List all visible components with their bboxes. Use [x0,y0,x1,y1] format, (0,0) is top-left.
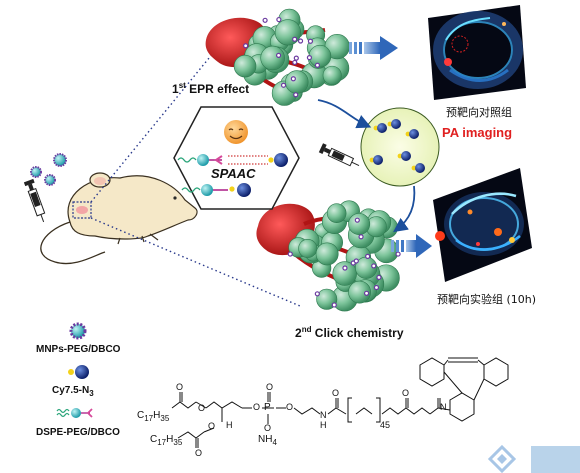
chem-n-dbco: N [440,402,447,412]
cy7-molecule [401,151,411,161]
experiment-group-label: 预靶向实验组 (10h) [437,293,537,306]
pa-image-experiment [433,168,532,282]
cy7-molecule [415,163,425,173]
green-particle [348,213,371,235]
pa-imaging-circle [360,107,440,187]
dbco-dot [276,52,282,58]
cy7-molecule [373,155,383,165]
dbco-dot [262,17,268,23]
peg-repeat-count: 45 [380,420,391,430]
dbco-dot [293,55,299,61]
cy7-molecule [409,129,419,139]
chem-p: P [264,402,271,413]
zoom-lines [90,29,301,307]
dbco-dot [314,62,321,68]
green-particle [285,70,309,94]
nanoparticle-icon [69,322,87,340]
green-particle [233,54,257,78]
green-particle [315,242,339,266]
corner-tab [531,446,580,473]
green-particle [260,45,285,71]
dbco-dot [306,55,313,61]
dbco-dot [365,253,371,259]
dbco-dot [280,82,287,88]
chem-o: O [198,403,206,413]
chem-o: O [266,382,274,392]
chem-c17-bottom: C17H35 [150,434,183,447]
chem-o: O [195,448,203,458]
control-group-label: 预靶向对照组 [446,106,512,119]
dbco-dot [314,291,320,297]
chem-o: O [176,382,184,392]
block-arrow-top [349,36,398,60]
green-particle [308,44,332,68]
chem-o: O [332,388,340,398]
chem-o: O [208,421,216,431]
syringe-icon [318,143,360,167]
legend-dspe-label: DSPE-PEG/DBCO [36,427,120,438]
dbco-dot [243,43,249,49]
dbco-dot [373,284,380,291]
chem-nh: H [320,420,327,430]
dbco-dot [331,302,337,308]
dbco-dot [297,38,304,44]
flow-arrows [317,99,416,233]
click-chemistry-label: 2nd Click chemistry [295,325,404,340]
legend-mnps-label: MNPs-PEG/DBCO [36,344,121,355]
dbco-dot [307,38,314,44]
chem-o: O [264,423,272,433]
pa-imaging-label: PA imaging [442,125,513,140]
pa-image-control [428,5,526,100]
dbco-dot [353,258,359,264]
green-particle [274,19,302,46]
dbco-dot [376,274,382,281]
mouse-illustration [40,172,198,265]
green-particle [298,238,318,258]
syringe-icon [23,178,46,223]
dbco-dot [290,76,296,82]
spaac-label: SPAAC [211,166,256,181]
injected-particles [30,153,67,186]
dbco-dot [371,263,377,269]
dbco-dot [292,59,298,66]
chem-nh4: NH4 [258,434,277,447]
green-particle [326,203,347,223]
chem-o: O [286,402,294,412]
green-particle [322,65,342,85]
block-arrow-bottom [391,234,432,258]
smiley-face-icon [224,120,248,144]
chem-c17-top: C17H35 [137,410,170,423]
watermark-logo [487,444,517,473]
dbco-dot [358,234,364,240]
lipid-chain-icon [56,408,93,418]
dbco-dot [363,290,370,296]
spaac-hexagon [173,106,300,210]
cy7-molecule [377,123,387,133]
chem-n: N [320,410,327,420]
dbco-dot [342,265,348,271]
dbco-dot [293,92,299,98]
tumor-epr [205,8,350,106]
tumor-click [256,200,401,312]
chem-o: O [253,402,261,412]
chem-o: O [402,388,410,398]
dbco-dot [287,251,293,257]
epr-effect-label: 1st EPR effect [172,81,250,96]
chem-h: H [226,420,233,430]
green-particle [348,280,371,304]
dspe-peg-dbco-structure [171,357,509,448]
dbco-dot [354,217,360,223]
cy7-dye-icon [68,365,89,379]
dbco-dot [276,16,282,23]
dbco-dot [395,251,401,257]
dbco-dot [292,36,298,42]
green-particle [332,261,357,286]
cy7-molecule [391,119,401,129]
legend-cy-label: Cy7.5-N3 [52,385,94,398]
